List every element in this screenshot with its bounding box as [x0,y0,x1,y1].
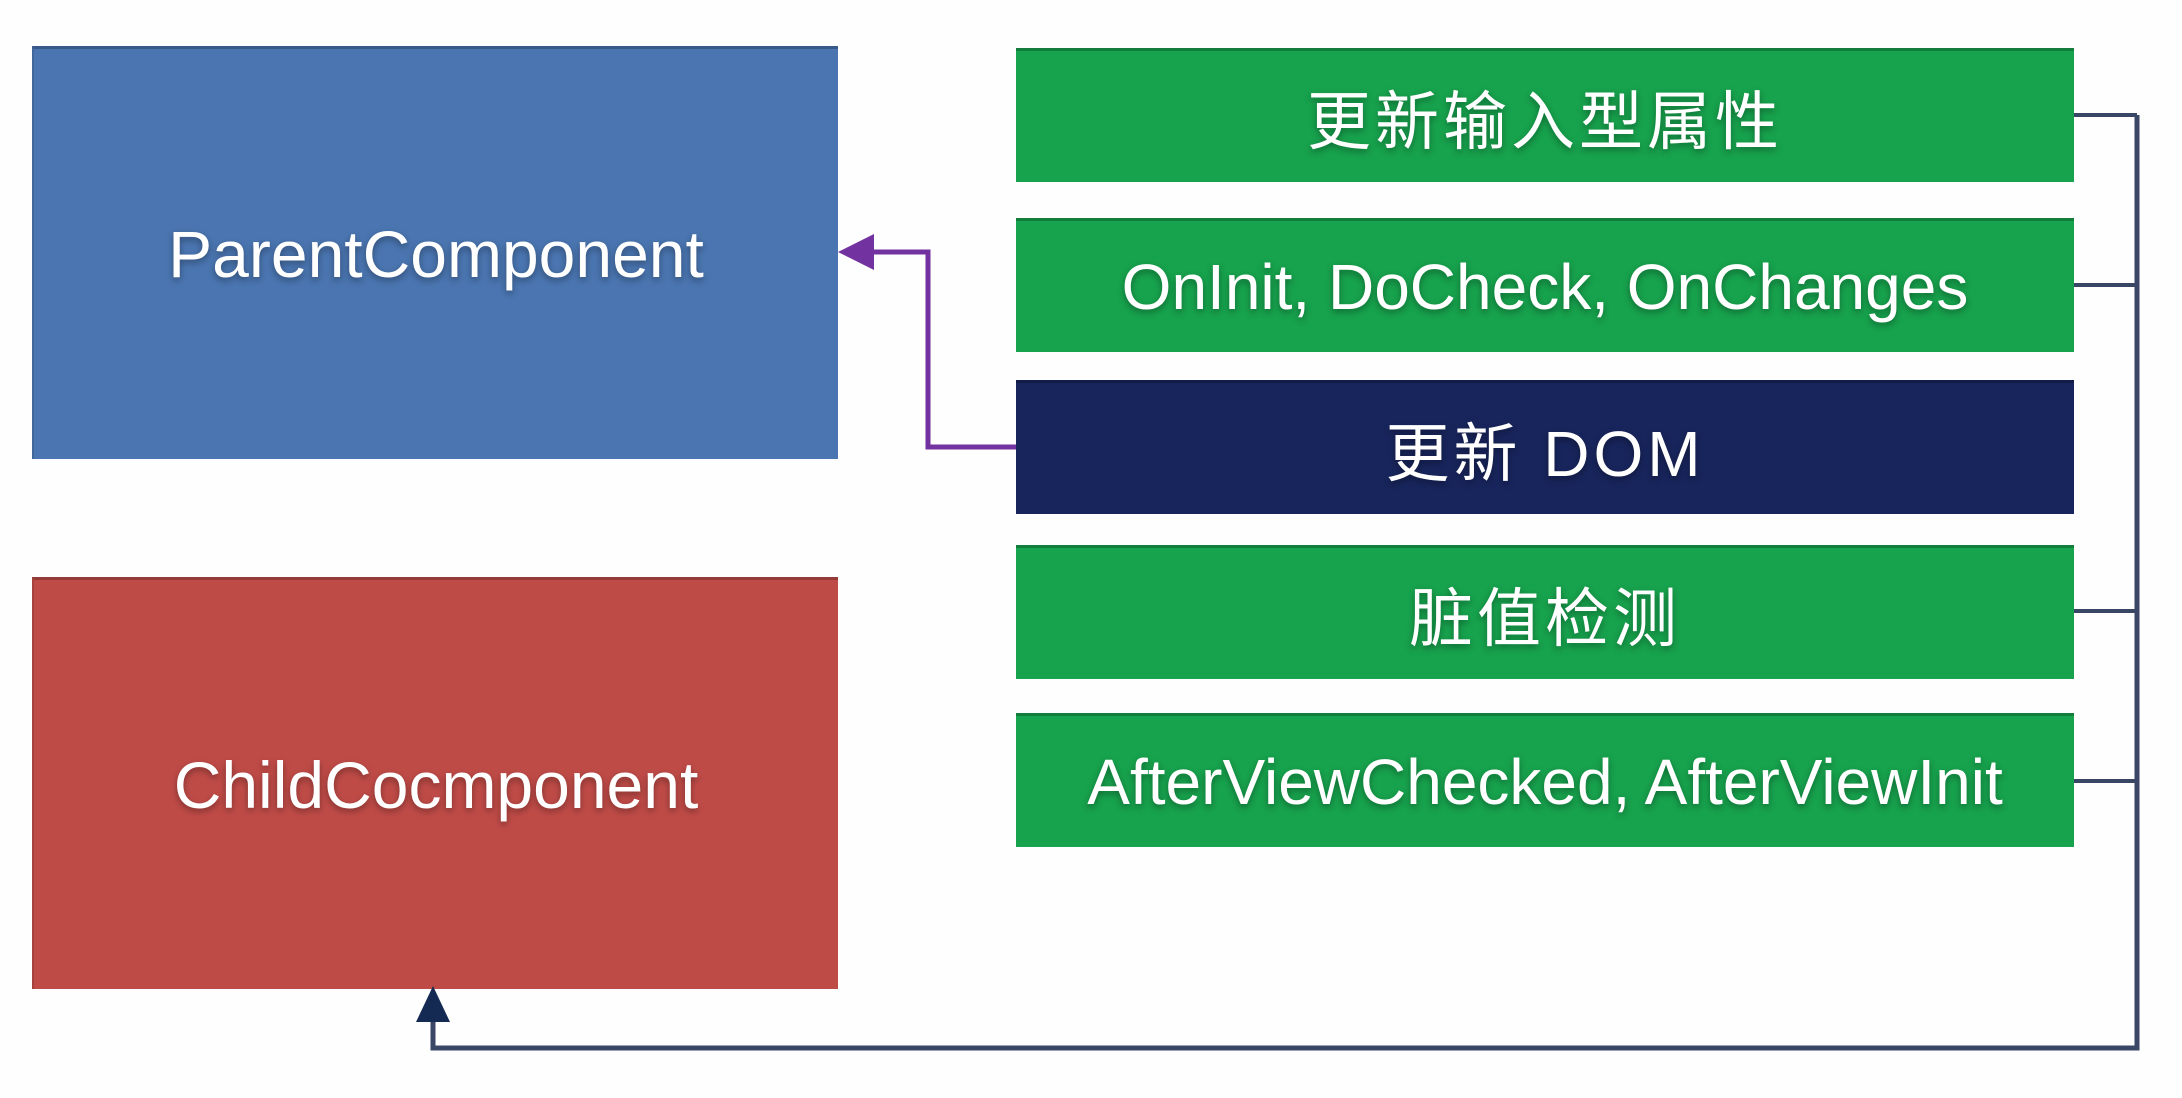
child-component-box: ChildCocmponent [32,577,838,989]
bar-dirty-value-check: 脏值检测 [1016,545,2074,679]
bar-update-input-properties-label: 更新输入型属性 [1307,85,1783,158]
bar-update-dom: 更新 DOM [1016,380,2074,514]
bar-dirty-value-check-label: 脏值检测 [1409,582,1681,655]
bar-oninit-docheck-onchanges-label: OnInit, DoCheck, OnChanges [1121,250,1969,323]
bar-update-dom-label: 更新 DOM [1385,417,1705,490]
bar-update-input-properties: 更新输入型属性 [1016,48,2074,182]
child-component-label: ChildCocmponent [173,747,699,822]
arrow-dom-to-parent-line [868,249,1016,450]
arrow-dom-to-parent-head-icon [838,234,874,270]
bar-afterviewchecked-afterviewinit: AfterViewChecked, AfterViewInit [1016,713,2074,847]
arrow-to-child-head-icon [416,986,450,1022]
bar-oninit-docheck-onchanges: OnInit, DoCheck, OnChanges [1016,218,2074,352]
parent-component-label: ParentComponent [168,217,704,291]
parent-component-box: ParentComponent [32,46,838,459]
bar-afterviewchecked-afterviewinit-label: AfterViewChecked, AfterViewInit [1087,745,2003,818]
